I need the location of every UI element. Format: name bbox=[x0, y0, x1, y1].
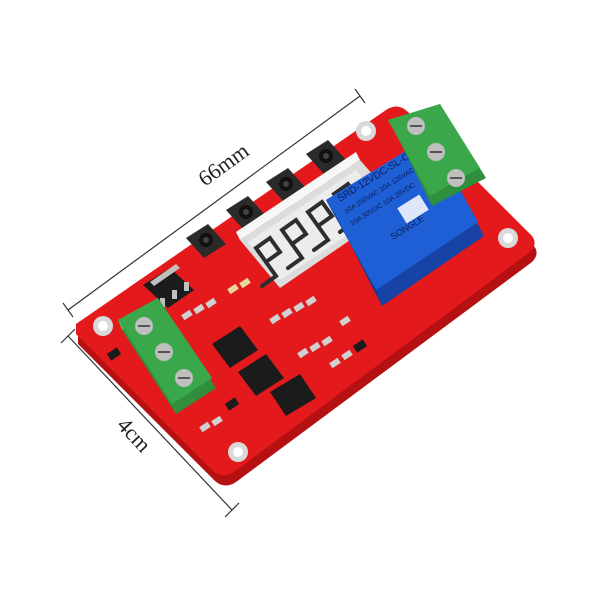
height-label: 4cm bbox=[112, 412, 156, 457]
tactile-button-1[interactable] bbox=[186, 224, 226, 258]
mounting-holes bbox=[93, 121, 518, 462]
ic-chip-3 bbox=[270, 374, 316, 416]
terminal-screw-3[interactable] bbox=[447, 169, 465, 187]
terminal-screw-5[interactable] bbox=[155, 343, 173, 361]
terminal-screw-6[interactable] bbox=[175, 369, 193, 387]
terminal-screw-4[interactable] bbox=[135, 317, 153, 335]
voltage-regulator bbox=[143, 264, 194, 308]
terminal-block-output bbox=[388, 104, 486, 206]
ic-chip-1 bbox=[212, 326, 258, 368]
digit-2 bbox=[279, 217, 309, 270]
terminal-screw-1[interactable] bbox=[407, 117, 425, 135]
width-dimension bbox=[62, 88, 366, 318]
terminal-screw-2[interactable] bbox=[427, 143, 445, 161]
pcb-board: SONGLE SRD-12VDC-SL-C 10A 250VAC 10A 125… bbox=[76, 104, 537, 486]
ic-chips bbox=[212, 326, 316, 416]
height-dimension bbox=[60, 328, 240, 518]
digit-3 bbox=[305, 199, 335, 252]
ic-chip-2 bbox=[238, 354, 284, 396]
width-label: 66mm bbox=[193, 138, 253, 191]
smd-components bbox=[106, 277, 368, 433]
digit-1 bbox=[253, 235, 283, 288]
terminal-block-input bbox=[118, 298, 216, 414]
